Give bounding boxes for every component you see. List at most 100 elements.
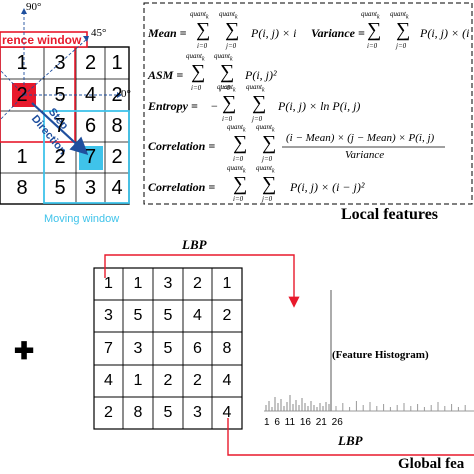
- global-features-label: Global fea: [398, 456, 465, 472]
- entropy-lower-j: j=0: [252, 115, 263, 123]
- correlation-denominator: Variance: [345, 149, 385, 161]
- entropy-upper-i: quantk: [217, 83, 236, 94]
- angle-90-label: 90°: [26, 1, 42, 13]
- correlation-1-label: Correlation =: [148, 139, 216, 153]
- glcm-cell: 7: [84, 146, 97, 168]
- lbp-cell: 3: [193, 404, 202, 421]
- asm-sum-i: ∑: [191, 61, 206, 83]
- mean-upper-i: quantk: [190, 10, 209, 21]
- entropy-lower-i: i=0: [222, 115, 233, 123]
- plus-icon: ✚: [14, 339, 35, 365]
- asm-upper-j: quantk: [214, 52, 233, 63]
- mean-label: Mean =: [148, 26, 187, 40]
- glcm-cell: 4: [111, 177, 123, 199]
- lbp-cell: 2: [163, 372, 173, 389]
- correlation-2-lower-i: i=0: [233, 195, 244, 203]
- mean-upper-j: quantk: [219, 10, 238, 21]
- variance-upper-i: quantk: [361, 10, 380, 21]
- asm-label: ASM =: [148, 68, 184, 82]
- variance-sum-i: ∑: [367, 19, 382, 41]
- glcm-cell: 4: [84, 83, 97, 106]
- mean-sum-j: ∑: [225, 19, 240, 41]
- asm-sum-j: ∑: [220, 61, 235, 83]
- correlation-2-sum-i: ∑: [233, 173, 248, 195]
- lbp-cell: 4: [222, 404, 232, 421]
- correlation-numerator: (i − Mean) × (j − Mean) × P(i, j): [286, 132, 435, 144]
- lbp-cell: 4: [104, 372, 113, 389]
- histogram-bars: [265, 290, 466, 411]
- lbp-cell: 5: [133, 307, 143, 324]
- asm-lower-j: j=0: [220, 84, 231, 92]
- lbp-grid-outline: [93, 267, 243, 430]
- angle-0-label: 0°: [121, 88, 131, 100]
- step-direction-arrow: [31, 102, 89, 155]
- entropy-term: P(i, j) × ln P(i, j): [278, 99, 361, 113]
- lbp-cell: 5: [163, 404, 173, 421]
- lbp-cell: 2: [193, 275, 202, 292]
- entropy-minus: −: [211, 99, 218, 113]
- correlation-2-lower-j: j=0: [262, 195, 273, 203]
- lbp-cell: 5: [163, 339, 173, 357]
- lbp-cell: 6: [193, 339, 202, 357]
- variance-label: Variance =: [311, 26, 365, 40]
- lbp-cell: 4: [193, 307, 202, 324]
- mean-sum-i: ∑: [196, 19, 211, 41]
- correlation-2-upper-j: quantk: [256, 164, 275, 175]
- correlation-1-lower-j: j=0: [262, 155, 273, 163]
- mean-lower-i: i=0: [197, 42, 208, 50]
- reference-window-label: rence window: [2, 33, 82, 47]
- asm-upper-i: quantk: [186, 52, 205, 63]
- glcm-cell: 8: [111, 115, 123, 137]
- glcm-cell: 2: [16, 83, 28, 106]
- glcm-cell: 8: [16, 177, 28, 199]
- lbp-cell: 5: [163, 307, 173, 324]
- variance-upper-j: quantk: [390, 10, 409, 21]
- correlation-2-label: Correlation =: [148, 180, 216, 194]
- lbp-cell: 8: [222, 339, 232, 357]
- correlation-1-lower-i: i=0: [233, 155, 244, 163]
- glcm-cell: 2: [111, 83, 123, 106]
- lbp-cell: 2: [222, 307, 232, 324]
- lbp-cell: 2: [193, 372, 202, 389]
- asm-lower-i: i=0: [191, 84, 202, 92]
- variance-lower-i: i=0: [367, 42, 378, 50]
- entropy-sum-j: ∑: [252, 92, 267, 114]
- lbp-cell: 1: [222, 275, 232, 292]
- correlation-1-sum-j: ∑: [262, 132, 277, 154]
- lbp-bottom-label: LBP: [338, 433, 363, 448]
- glcm-cell: 1: [111, 51, 123, 74]
- entropy-sum-i: ∑: [222, 92, 237, 114]
- mean-term: P(i, j) × i: [251, 26, 297, 40]
- lbp-cell: 3: [104, 307, 113, 324]
- glcm-cell: 2: [111, 146, 123, 168]
- lbp-cell: 2: [104, 404, 113, 421]
- lbp-cell: 8: [133, 404, 143, 421]
- histogram-label: (Feature Histogram): [332, 349, 429, 361]
- lbp-cell: 7: [104, 339, 113, 357]
- local-features-label: Local features: [341, 206, 439, 223]
- entropy-label: Entropy =: [148, 99, 198, 113]
- mean-formula: Mean =: [148, 26, 187, 41]
- glcm-cell: 3: [54, 51, 66, 74]
- lbp-bottom-arrow: [227, 418, 474, 456]
- lbp-cell: 4: [222, 372, 232, 389]
- glcm-cell: 1: [16, 51, 28, 74]
- glcm-cell: 2: [54, 146, 66, 168]
- lbp-cell: 1: [133, 372, 143, 389]
- asm-term: P(i, j)²: [245, 68, 277, 82]
- angle-45-label: 45°: [91, 27, 107, 39]
- variance-sum-j: ∑: [396, 19, 411, 41]
- lbp-top-label: LBP: [182, 237, 207, 252]
- moving-window-frame: [43, 110, 130, 204]
- correlation-2-upper-i: quantk: [227, 164, 246, 175]
- formula-box: [143, 2, 473, 205]
- glcm-cell: 7: [54, 115, 66, 137]
- entropy-upper-j: quantk: [246, 83, 265, 94]
- correlation-1-sum-i: ∑: [233, 132, 248, 154]
- moving-window-label: Moving window: [44, 213, 120, 225]
- glcm-cell: 2: [84, 51, 97, 74]
- correlation-2-term: P(i, j) × (i − j)²: [290, 180, 365, 194]
- lbp-cell: 1: [133, 275, 143, 292]
- glcm-cell: 1: [16, 146, 28, 168]
